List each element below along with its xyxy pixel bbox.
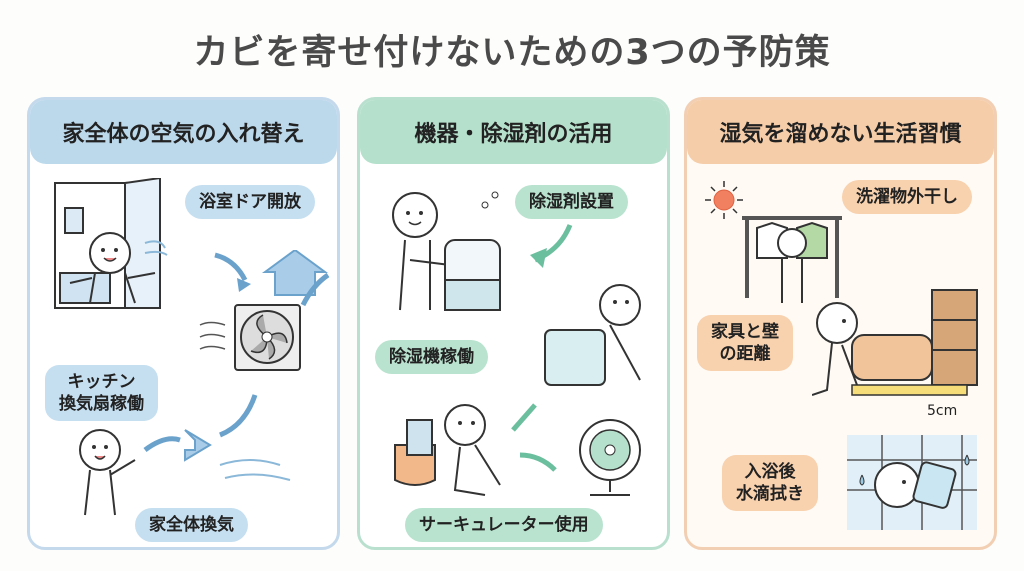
- tag-label: 入浴後 水滴拭き: [736, 462, 804, 505]
- tag-wipe-droplets: 入浴後 水滴拭き: [722, 455, 818, 512]
- dehumidifier-icon: [392, 191, 501, 311]
- desiccant-bag-icon: [530, 224, 641, 386]
- house-airflow-icon: [79, 394, 291, 516]
- panel-heading: 機器・除湿剤の活用: [360, 100, 667, 164]
- panel-air-exchange: 家全体の空気の入れ替え 浴室ドア開放 キッチン 換気扇稼働 家全体換気: [27, 97, 340, 550]
- tag-bathroom-door: 浴室ドア開放: [185, 185, 315, 220]
- circulator-fan-icon: [394, 403, 641, 496]
- tag-whole-house: 家全体換気: [135, 508, 248, 543]
- page-title: カビを寄せ付けないための3つの予防策: [193, 33, 831, 73]
- measure-label: 5cm: [927, 403, 957, 419]
- panel-heading: 家全体の空気の入れ替え: [30, 100, 337, 164]
- tag-label: キッチン 換気扇稼働: [59, 372, 144, 415]
- tag-label: 家具と壁 の距離: [711, 322, 779, 365]
- panel-heading: 湿気を溜めない生活習慣: [687, 100, 994, 164]
- panel-devices-dehumidifier: 機器・除湿剤の活用 除湿剤設置 除湿機稼働 サーキュレーター使用: [357, 97, 670, 550]
- tag-laundry: 洗濯物外干し: [842, 180, 972, 215]
- tag-circulator: サーキュレーター使用: [405, 508, 603, 543]
- ventilation-fan-icon: [199, 250, 330, 371]
- panel-lifestyle-habits: 湿気を溜めない生活習慣 洗濯物外干し 5cm 家具と壁 の距離 入浴後 水滴拭き: [684, 97, 997, 550]
- tag-desiccant: 除湿剤設置: [515, 185, 628, 220]
- bathroom-door-icon: [54, 178, 168, 309]
- sofa-wall-gap-icon: 5cm: [812, 289, 978, 419]
- wipe-droplets-icon: [847, 435, 977, 530]
- tag-dehumidifier-running: 除湿機稼働: [375, 340, 488, 375]
- tag-furniture-gap: 家具と壁 の距離: [697, 315, 793, 372]
- laundry-drying-icon: [705, 181, 842, 303]
- tag-kitchen-fan: キッチン 換気扇稼働: [45, 365, 158, 422]
